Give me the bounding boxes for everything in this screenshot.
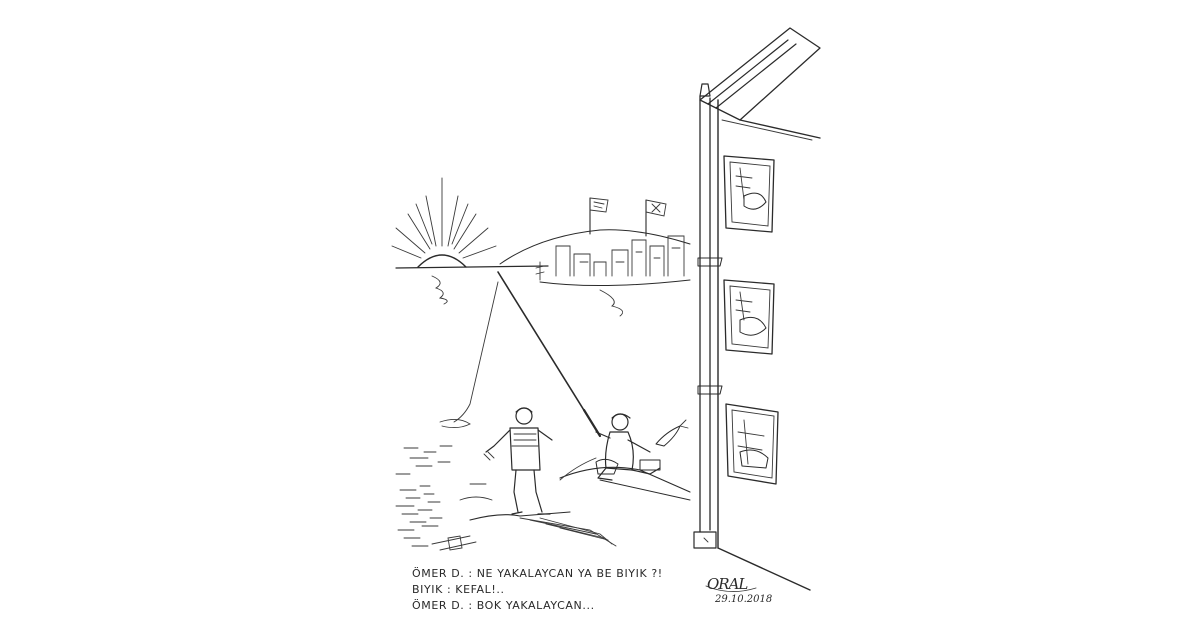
distant-city bbox=[499, 229, 691, 317]
standing-man bbox=[483, 407, 553, 515]
fishing-line bbox=[439, 281, 499, 429]
dialogue-separator: : bbox=[446, 583, 452, 596]
drainpipe-icon bbox=[693, 83, 723, 549]
building bbox=[699, 27, 821, 591]
signature-name: ORAL bbox=[707, 575, 748, 593]
dialogue-line: ÖMER D.:NE YAKALAYCAN YA BE BIYIK ?! bbox=[412, 566, 732, 582]
flag-icon bbox=[589, 197, 609, 235]
dialogue-speaker: BIYIK bbox=[412, 583, 443, 596]
sun-icon bbox=[391, 177, 497, 305]
dialogue-text: BOK YAKALAYCAN... bbox=[476, 599, 595, 612]
dialogue-speaker: ÖMER D. bbox=[412, 567, 465, 580]
quay bbox=[431, 466, 691, 551]
dialogue: ÖMER D.:NE YAKALAYCAN YA BE BIYIK ?! BIY… bbox=[412, 566, 732, 614]
fishing-rod-icon bbox=[497, 271, 602, 438]
fish-icon bbox=[655, 419, 689, 447]
man-shadow bbox=[519, 517, 617, 547]
window-icon bbox=[723, 155, 775, 233]
dialogue-separator: : bbox=[468, 599, 473, 612]
sitting-fisherman bbox=[595, 413, 661, 481]
dialogue-line: BIYIK:KEFAL!.. bbox=[412, 582, 732, 598]
dialogue-text: KEFAL!.. bbox=[455, 583, 505, 596]
water-texture bbox=[395, 445, 493, 547]
window-icon-3 bbox=[725, 403, 779, 485]
signature-flourish bbox=[705, 585, 757, 592]
signature-date: 29.10.2018 bbox=[715, 594, 773, 605]
flag-icon-2 bbox=[645, 199, 667, 237]
dialogue-separator: : bbox=[468, 567, 473, 580]
artist-signature: ORAL 29.10.2018 bbox=[707, 574, 772, 605]
window-icon-2 bbox=[723, 279, 775, 355]
side-line bbox=[559, 457, 597, 481]
dialogue-line: ÖMER D.:BOK YAKALAYCAN... bbox=[412, 598, 732, 614]
horizon bbox=[395, 265, 549, 269]
dialogue-text: NE YAKALAYCAN YA BE BIYIK ?! bbox=[476, 567, 663, 580]
dialogue-speaker: ÖMER D. bbox=[412, 599, 465, 612]
